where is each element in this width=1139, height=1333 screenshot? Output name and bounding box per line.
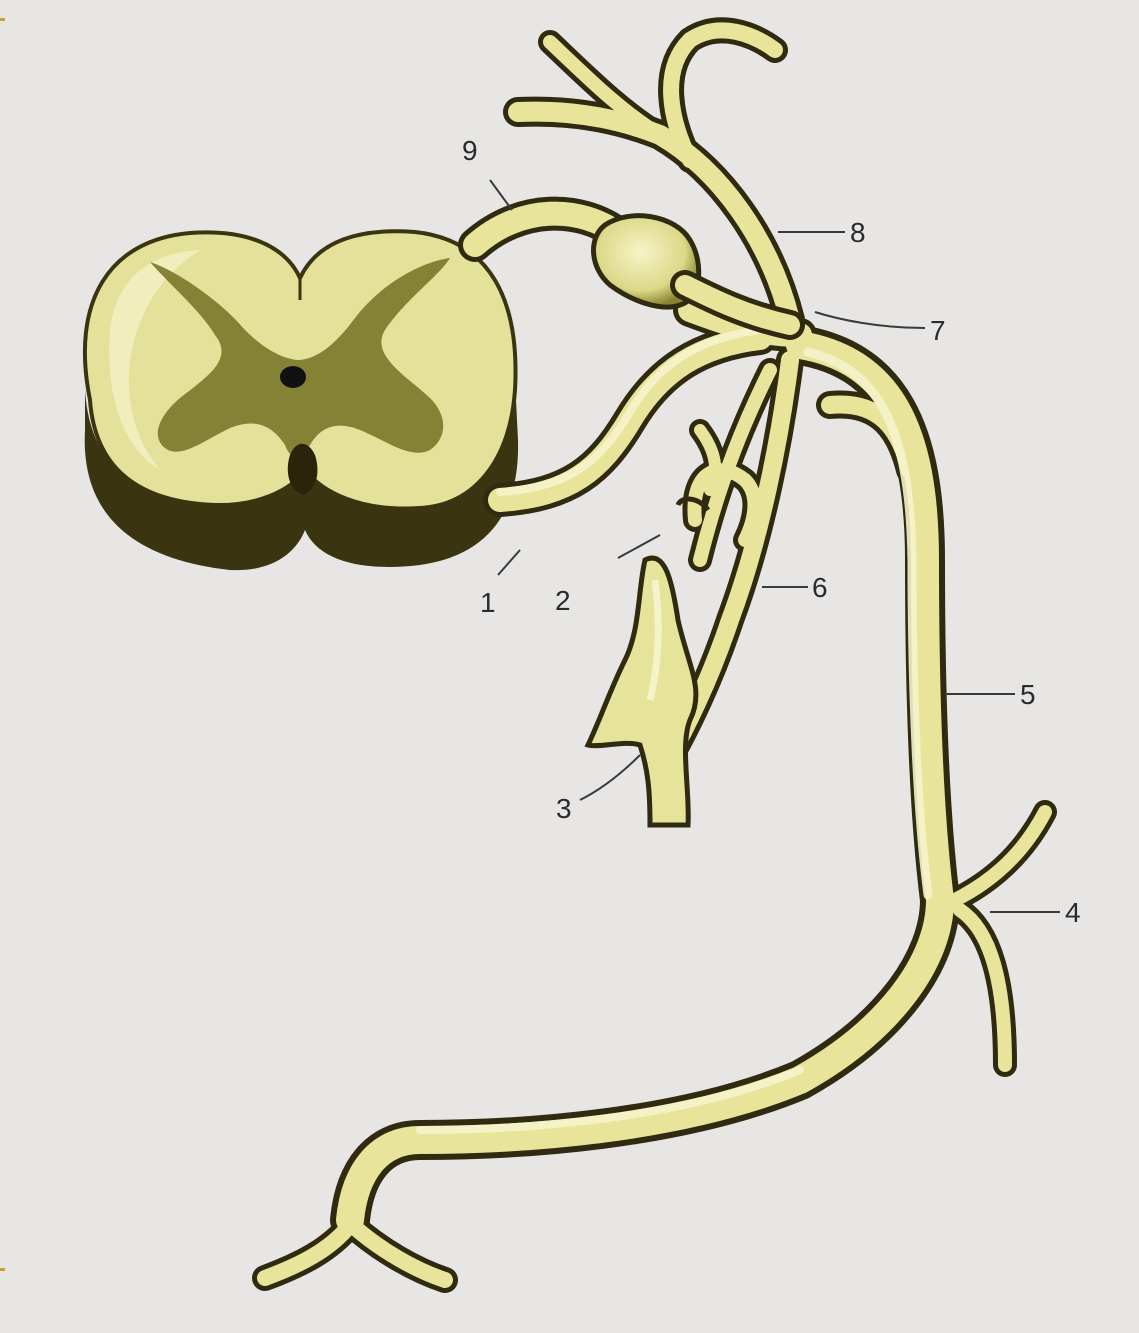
label-1: 1 (480, 550, 520, 618)
label-9: 9 (462, 135, 512, 210)
svg-text:5: 5 (1020, 679, 1036, 710)
svg-text:3: 3 (556, 793, 572, 824)
label-6: 6 (762, 572, 828, 603)
svg-text:8: 8 (850, 217, 866, 248)
label-3: 3 (556, 755, 640, 824)
svg-text:7: 7 (930, 315, 946, 346)
svg-text:4: 4 (1065, 897, 1081, 928)
svg-text:6: 6 (812, 572, 828, 603)
svg-text:1: 1 (480, 587, 496, 618)
svg-text:9: 9 (462, 135, 478, 166)
svg-text:2: 2 (555, 585, 571, 616)
central-canal (280, 366, 306, 388)
label-4: 4 (990, 897, 1081, 928)
label-8: 8 (778, 217, 866, 248)
sympathetic-ganglion (588, 499, 708, 825)
spinal-cord-section (85, 231, 518, 570)
label-5: 5 (945, 679, 1036, 710)
